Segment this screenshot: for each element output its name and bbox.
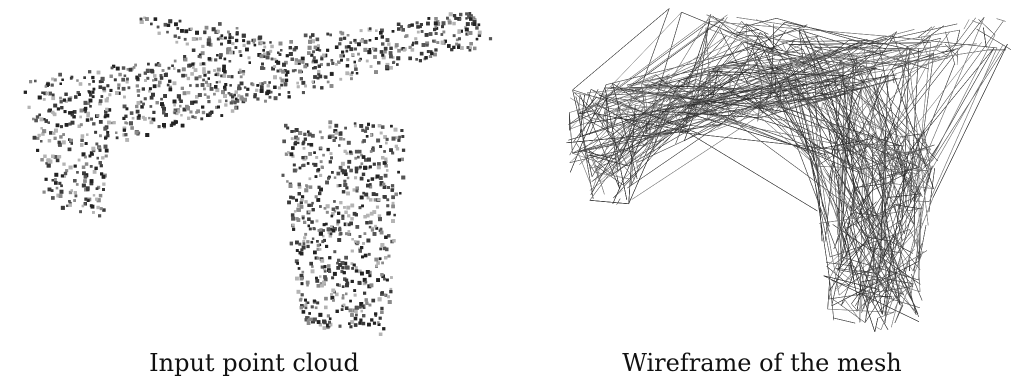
- wireframe-render: [566, 8, 1012, 332]
- point-cloud-panel: Input point cloud: [23, 12, 493, 377]
- wireframe-edges: [566, 8, 1012, 332]
- point-cloud-caption: Input point cloud: [149, 349, 359, 377]
- point-cloud-points: [23, 12, 493, 336]
- wireframe-caption: Wireframe of the mesh: [622, 349, 902, 377]
- wireframe-panel: Wireframe of the mesh: [508, 0, 1016, 392]
- point-cloud-render: [23, 12, 493, 336]
